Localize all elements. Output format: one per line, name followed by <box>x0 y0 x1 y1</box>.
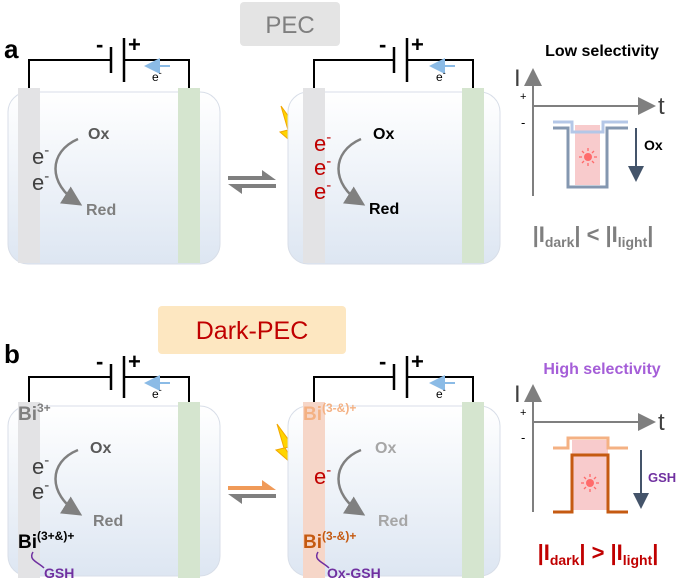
cell-container <box>7 91 221 265</box>
panel-a-label: a <box>4 34 19 64</box>
right-electrode <box>178 402 200 578</box>
gsh-link <box>31 551 45 569</box>
minus-sign: - <box>521 430 525 445</box>
graph-a: Low selectivity I t + - Ox |Idark|<|Ilig… <box>514 43 665 250</box>
bi-bottom-label: Bi(3-&)+ <box>303 529 356 553</box>
bi-top-label: Bi3+ <box>18 401 51 425</box>
pec-title-box <box>240 2 340 46</box>
panel-b-label: b <box>4 339 20 369</box>
dark-current-trace <box>553 453 628 514</box>
left-electrode <box>18 88 40 263</box>
bi-top-label: Bi(3-&)+ <box>303 401 356 425</box>
battery-plus: + <box>128 349 141 374</box>
battery-minus: - <box>96 349 103 374</box>
equilibrium-arrows-b <box>228 480 276 504</box>
light-current-trace <box>553 126 628 189</box>
right-electrode <box>178 88 200 263</box>
left-electrode <box>303 88 325 263</box>
plus-sign: + <box>520 91 526 103</box>
electron-red-2: e- <box>314 153 331 180</box>
ox-gsh-link <box>316 551 330 569</box>
redox-curve-arrow <box>54 137 83 206</box>
redox-curve-arrow <box>337 448 366 516</box>
cell-a2: - + e- e- e- e- Ox Red <box>287 32 501 265</box>
wire-left <box>313 59 393 88</box>
cell-container <box>287 91 501 265</box>
ox-label: Ox <box>88 126 109 143</box>
sun-icon <box>579 148 597 166</box>
light-current-trace <box>553 436 628 450</box>
electron-2: e- <box>32 477 49 504</box>
darkpec-title: Dark-PEC <box>196 317 309 345</box>
electron-1: e- <box>32 142 49 169</box>
ox-label: Ox <box>375 440 396 457</box>
graph-title: High selectivity <box>543 361 660 378</box>
plus-sign: + <box>520 407 526 419</box>
wire-left <box>313 376 393 402</box>
redox-curve-arrow <box>54 448 83 516</box>
electron-red-1: e- <box>314 462 331 489</box>
x-axis-label: t <box>658 409 665 436</box>
battery-plus: + <box>411 32 424 57</box>
sun-icon <box>581 474 599 492</box>
graph-title: Low selectivity <box>545 43 659 60</box>
electron-label: e- <box>152 385 162 401</box>
cell-container <box>7 405 221 577</box>
red-label: Red <box>86 202 116 219</box>
right-electrode <box>462 402 484 578</box>
selectivity-formula: |Idark|<|Ilight| <box>533 222 654 250</box>
battery-plus: + <box>411 349 424 374</box>
battery-minus: - <box>379 32 386 57</box>
battery-minus: - <box>379 349 386 374</box>
electron-red-3: e- <box>314 177 331 204</box>
pec-title: PEC <box>265 12 314 39</box>
red-label: Red <box>378 513 408 530</box>
dark-current-trace <box>553 120 628 134</box>
electron-1: e- <box>32 452 49 479</box>
electron-red-1: e- <box>314 129 331 156</box>
electron-2: e- <box>32 168 49 195</box>
electron-label: e- <box>152 68 162 84</box>
cell-b1: - + e- Bi3+ e- e- Ox Red Bi(3+&)+ GSH <box>7 349 221 581</box>
cell-a1: - + e- e- e- Ox Red <box>7 32 221 265</box>
electron-label: e- <box>436 68 446 84</box>
panel-b: Dark-PEC b - + e- Bi3+ e- e- Ox Red Bi(3… <box>4 306 676 581</box>
battery-plus: + <box>128 32 141 57</box>
redox-curve-arrow <box>337 137 366 206</box>
graph-b: High selectivity I t + - GSH |Idark|>|Il… <box>514 361 676 568</box>
equilibrium-arrows-a <box>228 170 276 194</box>
minus-sign: - <box>521 115 525 130</box>
ox-label: Ox <box>90 440 111 457</box>
right-electrode <box>462 88 484 263</box>
electron-label: e- <box>436 385 446 401</box>
ox-label: Ox <box>373 126 394 143</box>
left-electrode <box>303 402 325 578</box>
red-label: Red <box>369 201 399 218</box>
y-axis-label: I <box>514 65 521 92</box>
arrow-label: Ox <box>644 137 663 153</box>
battery-minus: - <box>96 32 103 57</box>
ox-gsh-label: Ox-GSH <box>327 565 381 581</box>
wire-left <box>28 59 110 88</box>
bi-bottom-label: Bi(3+&)+ <box>18 529 74 553</box>
panel-a: PEC a - + e- e- e- Ox Red <box>4 2 665 265</box>
darkpec-title-box <box>158 306 346 354</box>
arrow-label: GSH <box>648 470 676 485</box>
x-axis-label: t <box>658 93 665 120</box>
left-electrode <box>18 402 40 578</box>
gsh-label: GSH <box>44 565 74 581</box>
selectivity-formula: |Idark|>|Ilight| <box>538 540 659 568</box>
cell-b2: - + e- Bi(3-&)+ e- Ox Red Bi(3-&)+ Ox-GS… <box>287 349 501 581</box>
y-axis-label: I <box>514 381 521 408</box>
red-label: Red <box>93 513 123 530</box>
cell-container <box>287 405 501 577</box>
wire-left <box>28 376 110 402</box>
